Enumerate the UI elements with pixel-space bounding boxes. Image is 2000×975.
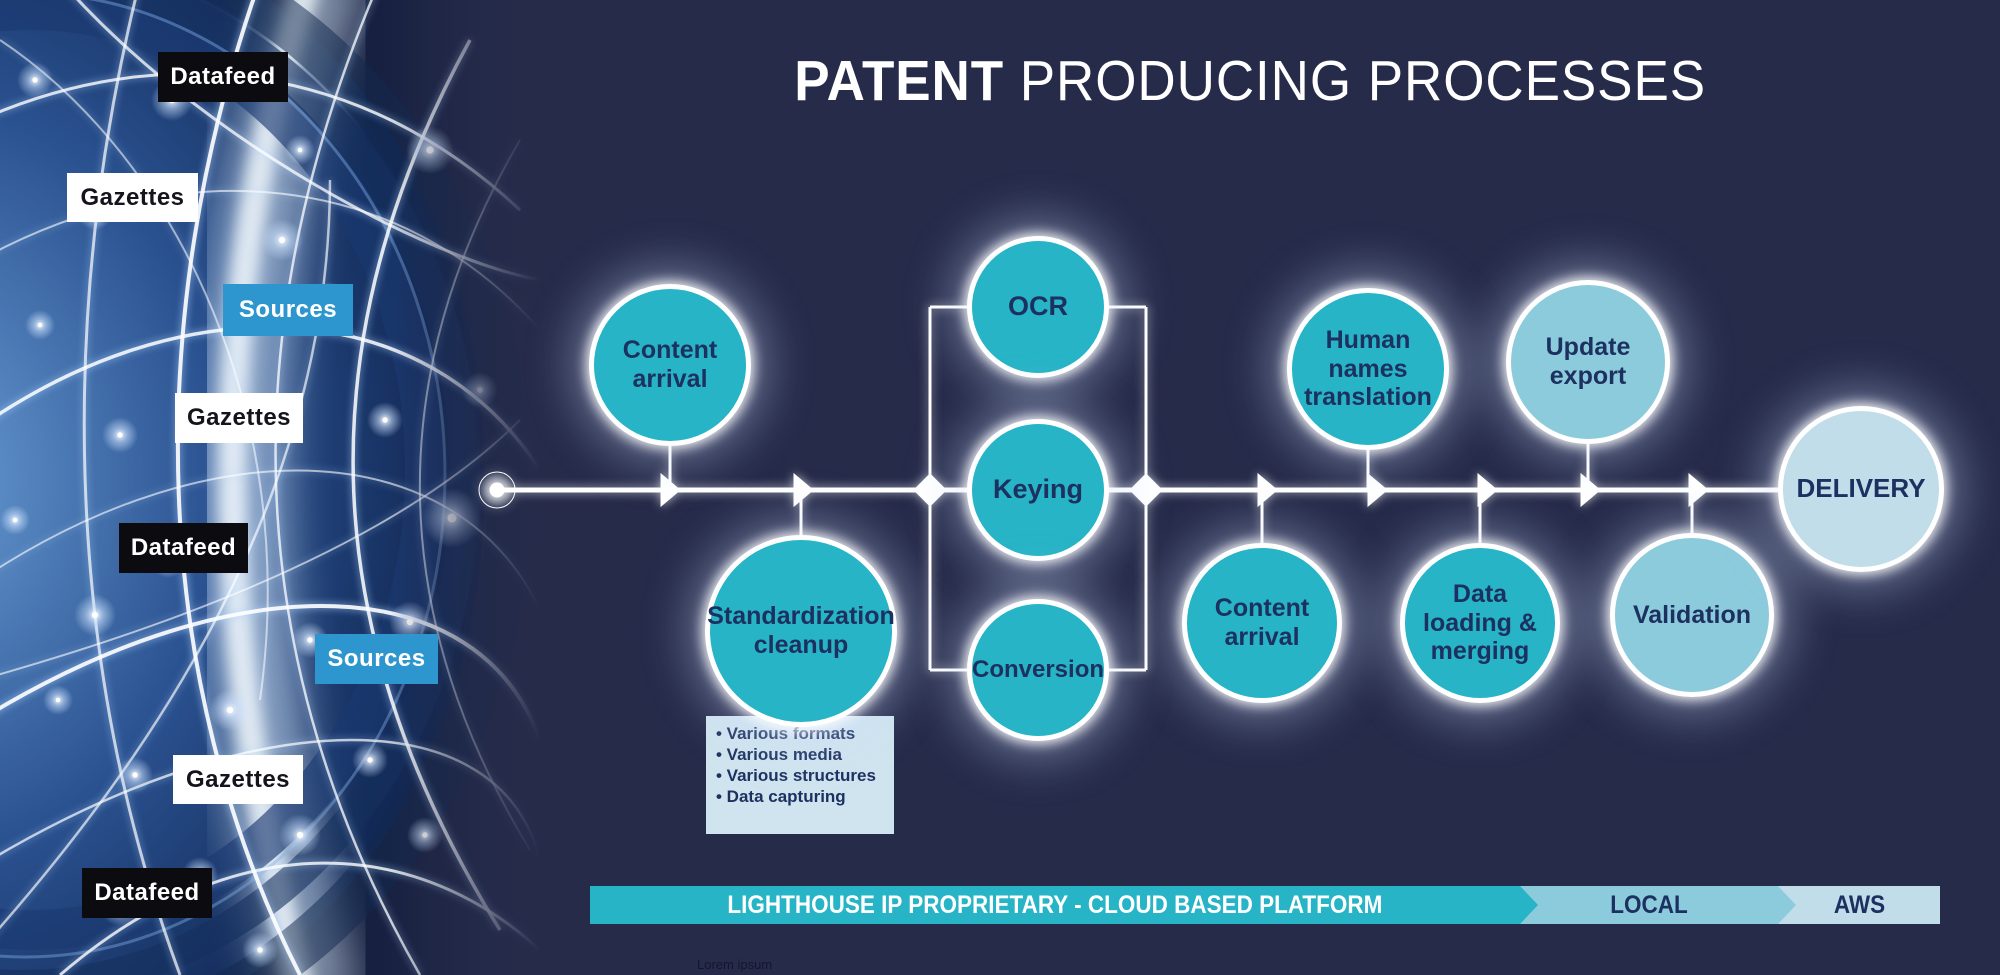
process-node-label: DELIVERY <box>1796 473 1926 504</box>
platform-bar-aws-label: AWS <box>1833 890 1885 919</box>
input-label-gazettes-2: Gazettes <box>175 393 303 443</box>
input-label-datafeed-2: Datafeed <box>119 523 248 573</box>
input-label-sources-1: Sources <box>223 284 353 336</box>
process-node-label: Standardization cleanup <box>707 602 895 659</box>
page-title: PATENT PRODUCING PROCESSES <box>540 48 1960 114</box>
input-label-sources-2: Sources <box>315 634 438 684</box>
platform-bar-local-label: LOCAL <box>1610 890 1688 919</box>
process-node-standardization-cleanup: Standardization cleanup <box>705 535 897 727</box>
process-node-update-export: Update export <box>1506 280 1670 444</box>
process-node-content-arrival-1: Content arrival <box>589 284 751 446</box>
process-node-validation: Validation <box>1610 533 1774 697</box>
input-label-datafeed-1: Datafeed <box>158 52 288 102</box>
process-node-content-arrival-2: Content arrival <box>1182 543 1342 703</box>
flow-arrow <box>1477 472 1498 508</box>
footnote: Lorem ipsum <box>697 957 773 972</box>
input-label-gazettes-1: Gazettes <box>67 173 198 222</box>
note-item: • Various formats <box>716 724 856 743</box>
branch-diamond-right <box>1129 473 1163 507</box>
page-title-emphasis: PATENT <box>794 49 1004 113</box>
process-node-label: Content arrival <box>622 336 718 393</box>
input-label-gazettes-3: Gazettes <box>173 755 303 804</box>
platform-bar-cloud-label: LIGHTHOUSE IP PROPRIETARY - CLOUD BASED … <box>727 890 1383 919</box>
process-node-human-names-translation: Human names translation <box>1287 288 1449 450</box>
process-node-ocr: OCR <box>967 236 1109 378</box>
flow-arrow <box>793 472 814 508</box>
standardization-notes: • Various formats • Various media • Variou… <box>706 716 894 834</box>
note-item: • Data capturing <box>716 787 846 806</box>
note-item: • Various structures <box>716 766 876 785</box>
process-node-label: Data loading & merging <box>1423 579 1537 666</box>
flow-arrow <box>660 472 681 508</box>
flow-arrow <box>1367 472 1388 508</box>
process-node-data-loading-merging: Data loading & merging <box>1400 543 1560 703</box>
process-node-conversion: Conversion <box>967 599 1109 741</box>
flow-arrow <box>1580 472 1601 508</box>
flow-arrows <box>660 472 1709 508</box>
note-item: • Various media <box>716 745 842 764</box>
process-node-label: Content arrival <box>1214 594 1310 651</box>
platform-bar-cloud-segment: LIGHTHOUSE IP PROPRIETARY - CLOUD BASED … <box>590 886 1538 924</box>
branch-diamond-left <box>913 473 947 507</box>
platform-bar-aws-segment: AWS <box>1778 886 1940 924</box>
process-node-label: Keying <box>992 474 1084 505</box>
page-title-rest: PRODUCING PROCESSES <box>1003 49 1706 113</box>
process-node-label: Update export <box>1545 333 1631 390</box>
process-node-label: Conversion <box>971 656 1105 684</box>
input-label-datafeed-3: Datafeed <box>82 868 212 918</box>
flow-arrow <box>1257 472 1278 508</box>
flow-arrow <box>1688 472 1709 508</box>
process-node-label: Validation <box>1632 600 1752 629</box>
process-node-label: Human names translation <box>1304 325 1432 412</box>
platform-bar-local-segment: LOCAL <box>1520 886 1796 924</box>
process-node-label: OCR <box>1008 291 1068 322</box>
process-node-delivery: DELIVERY <box>1778 406 1944 572</box>
process-node-keying: Keying <box>967 419 1109 561</box>
